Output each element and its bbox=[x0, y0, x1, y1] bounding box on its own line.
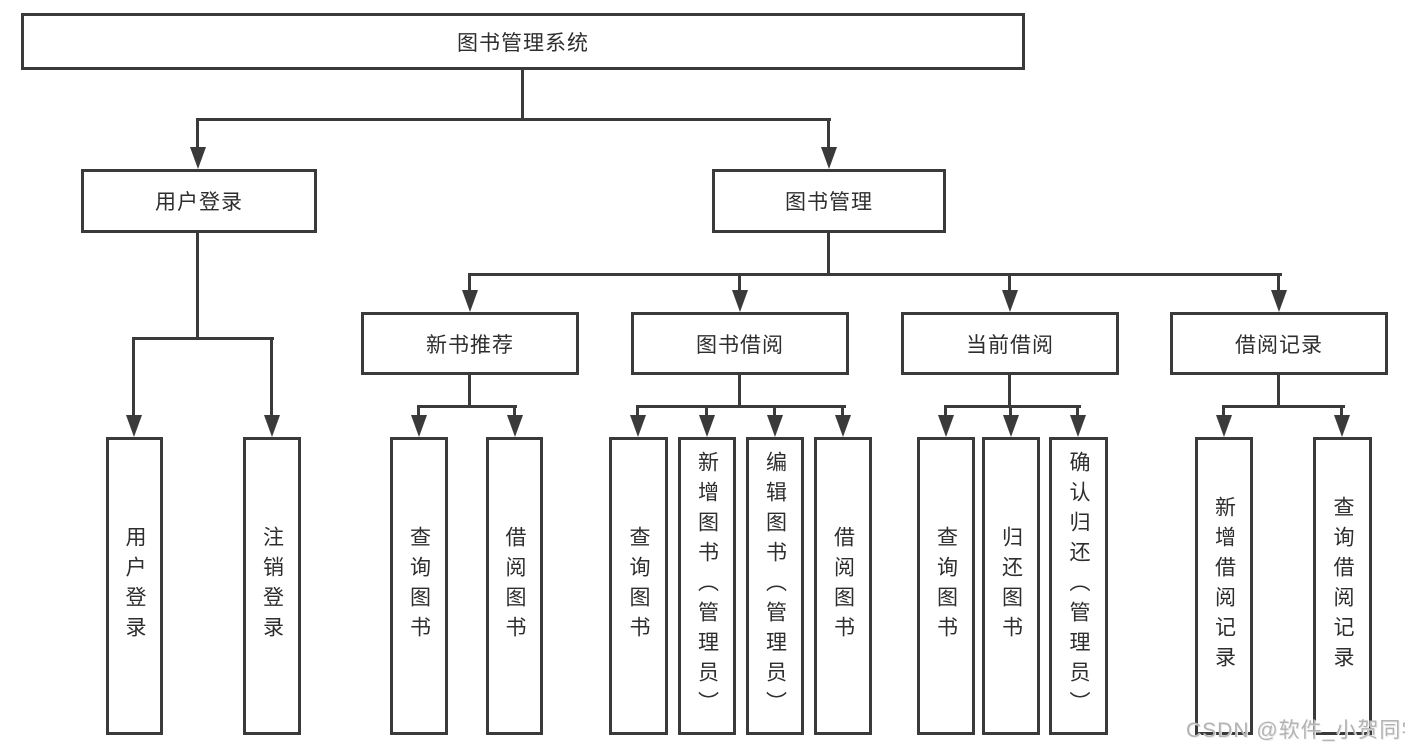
connector-line bbox=[417, 405, 420, 415]
connector-line bbox=[773, 405, 776, 415]
leaf-add-borrow-record: 新增借阅记录 bbox=[1195, 437, 1253, 735]
leaf-recommend-query-books: 查询图书 bbox=[390, 437, 448, 735]
down-arrowhead bbox=[1070, 415, 1086, 437]
node-library-management-system: 图书管理系统 bbox=[21, 13, 1025, 70]
connector-line bbox=[1277, 375, 1280, 408]
connector-line bbox=[1223, 405, 1345, 408]
down-arrowhead bbox=[1216, 415, 1232, 437]
connector-line bbox=[1008, 375, 1011, 408]
down-arrowhead bbox=[190, 147, 206, 169]
leaf-logout: 注销登录 bbox=[243, 437, 301, 735]
down-arrowhead bbox=[767, 415, 783, 437]
connector-line bbox=[944, 405, 947, 415]
leaf-borrowing-query-books: 查询图书 bbox=[609, 437, 668, 735]
node-new-book-recommendation: 新书推荐 bbox=[361, 312, 579, 375]
connector-line bbox=[468, 375, 471, 408]
down-arrowhead bbox=[699, 415, 715, 437]
leaf-query-borrow-record: 查询借阅记录 bbox=[1313, 437, 1372, 735]
connector-line bbox=[133, 337, 274, 340]
down-arrowhead bbox=[630, 415, 646, 437]
connector-line bbox=[637, 405, 846, 408]
connector-line bbox=[196, 233, 199, 340]
connector-line bbox=[521, 70, 524, 118]
connector-line bbox=[705, 405, 708, 415]
down-arrowhead bbox=[835, 415, 851, 437]
leaf-recommend-borrow-books: 借阅图书 bbox=[486, 437, 543, 735]
down-arrowhead bbox=[507, 415, 523, 437]
down-arrowhead bbox=[938, 415, 954, 437]
connector-line bbox=[469, 273, 1282, 276]
connector-line bbox=[827, 118, 830, 147]
connector-line bbox=[132, 337, 135, 415]
leaf-borrow-books: 借阅图书 bbox=[814, 437, 872, 735]
leaf-add-books-admin: 新增图书（管理员） bbox=[678, 437, 736, 735]
csdn-watermark: CSDN @软件_小贺同学 bbox=[1186, 719, 1405, 742]
connector-line bbox=[738, 273, 741, 290]
leaf-confirm-return-admin: 确认归还（管理员） bbox=[1049, 437, 1108, 735]
node-current-borrowing: 当前借阅 bbox=[901, 312, 1119, 375]
leaf-edit-books-admin: 编辑图书（管理员） bbox=[746, 437, 804, 735]
connector-line bbox=[945, 405, 1081, 408]
down-arrowhead bbox=[732, 290, 748, 312]
connector-line bbox=[196, 118, 199, 147]
connector-line bbox=[418, 405, 517, 408]
connector-line bbox=[1340, 405, 1343, 415]
down-arrowhead bbox=[1002, 290, 1018, 312]
connector-line bbox=[513, 405, 516, 415]
down-arrowhead bbox=[462, 290, 478, 312]
down-arrowhead bbox=[1334, 415, 1350, 437]
connector-line bbox=[738, 375, 741, 408]
down-arrowhead bbox=[264, 415, 280, 437]
connector-line bbox=[1277, 273, 1280, 290]
down-arrowhead bbox=[1271, 290, 1287, 312]
connector-line bbox=[1009, 405, 1012, 415]
connector-line bbox=[468, 273, 471, 290]
node-book-borrowing: 图书借阅 bbox=[631, 312, 849, 375]
down-arrowhead bbox=[821, 147, 837, 169]
connector-line bbox=[1222, 405, 1225, 415]
connector-line bbox=[636, 405, 639, 415]
node-book-management: 图书管理 bbox=[712, 169, 946, 233]
node-user-login: 用户登录 bbox=[81, 169, 317, 233]
connector-line bbox=[841, 405, 844, 415]
connector-line bbox=[1008, 273, 1011, 290]
connector-line bbox=[270, 337, 273, 415]
leaf-user-login: 用户登录 bbox=[106, 437, 163, 735]
connector-line bbox=[197, 118, 831, 121]
leaf-return-books: 归还图书 bbox=[982, 437, 1040, 735]
connector-line bbox=[827, 233, 830, 276]
connector-line bbox=[1076, 405, 1079, 415]
down-arrowhead bbox=[411, 415, 427, 437]
leaf-current-query-books: 查询图书 bbox=[917, 437, 975, 735]
node-borrowing-records: 借阅记录 bbox=[1170, 312, 1388, 375]
down-arrowhead bbox=[1003, 415, 1019, 437]
down-arrowhead bbox=[126, 415, 142, 437]
